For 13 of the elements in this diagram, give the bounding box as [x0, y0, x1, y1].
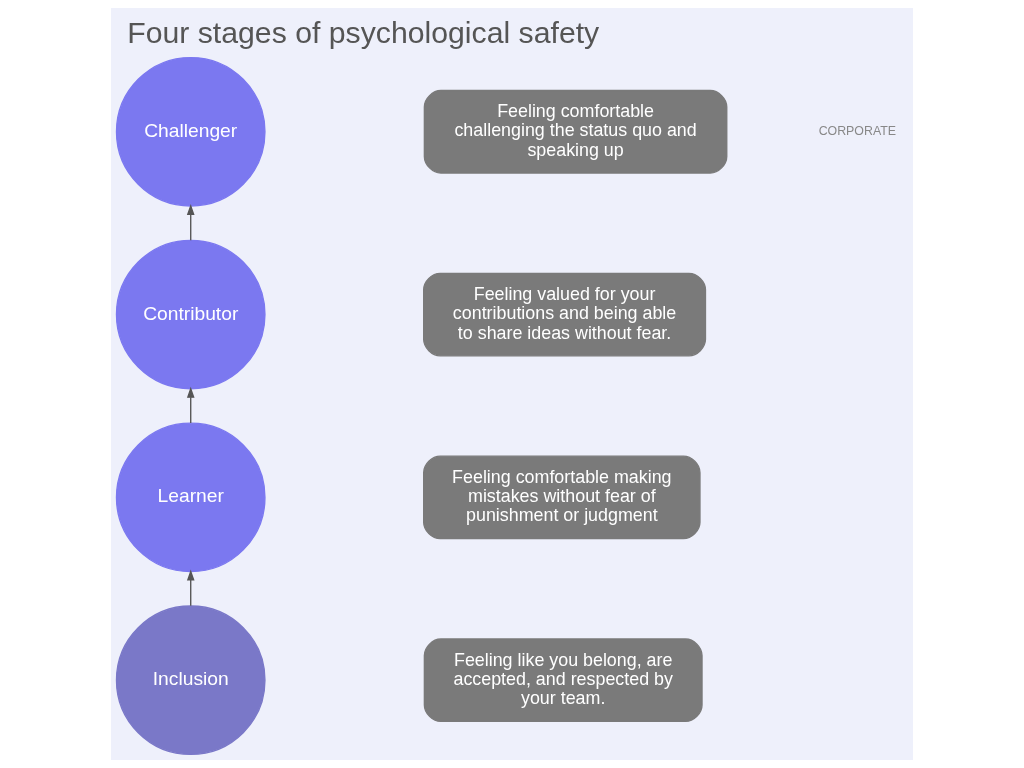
node-circle: Inclusion: [115, 605, 266, 756]
arrow: [186, 204, 195, 241]
node-box: Feeling valued for your contributions and being able to share ideas without fear.: [423, 272, 707, 357]
node-circle: Learner: [115, 422, 266, 573]
diagram-title: Four stages of psychological safety: [127, 16, 600, 50]
arrow: [186, 569, 195, 607]
node-circle: Contributor: [115, 239, 266, 390]
arrow: [186, 386, 195, 424]
node-box: Feeling comfortable making mistakes without fear of punishment or judgment: [423, 455, 701, 540]
node-box: Feeling like you belong, are accepted, and respected by your team.: [423, 638, 703, 723]
node-box: Feeling comfortable challenging the status quo and speaking up: [423, 89, 728, 174]
label: CORPORATE: [818, 123, 897, 138]
node-circle: Challenger: [115, 56, 266, 207]
